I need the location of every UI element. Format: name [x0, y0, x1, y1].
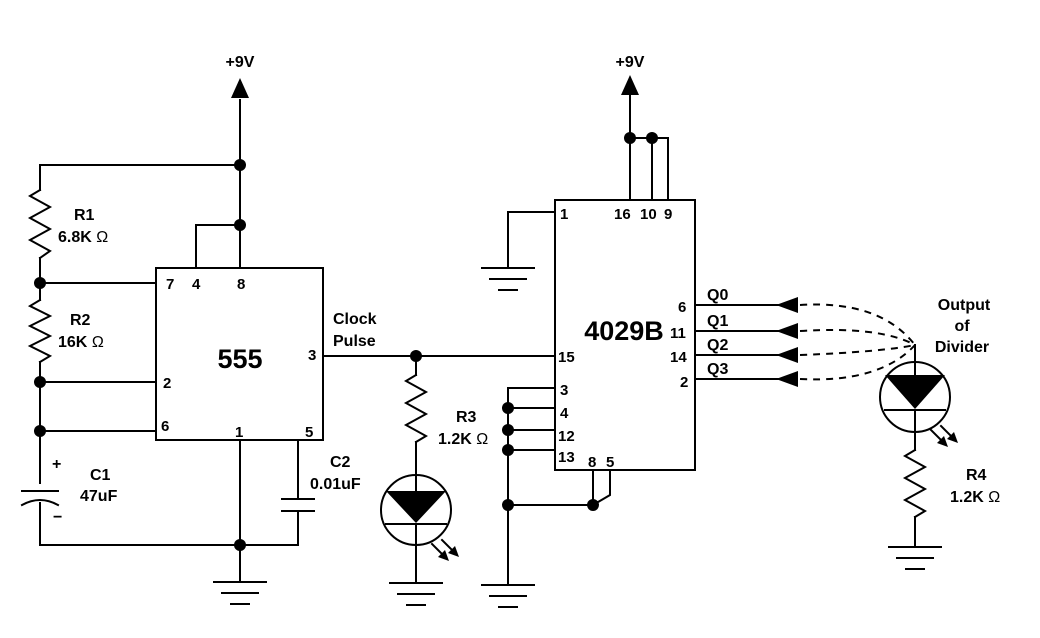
ic-4029b-pin-14: 14	[670, 349, 687, 366]
ic-4029b-pin-8: 8	[588, 454, 596, 471]
r4-value: 1.2K Ω	[950, 489, 1000, 506]
c2-name: C2	[330, 454, 351, 471]
r4-name: R4	[966, 467, 987, 484]
capacitor-c2: C2 0.01uF	[281, 454, 361, 512]
ic-555-pin-3: 3	[308, 347, 316, 364]
ic-555-pin-4: 4	[192, 276, 201, 293]
resistor-r4: R4 1.2K Ω	[902, 448, 1000, 548]
ic-555-pin-8: 8	[237, 276, 245, 293]
ic-4029b: 4029B 1 16 10 9 15 3 4 12 13 8 5 6 11 14…	[554, 199, 696, 471]
q3-label: Q3	[707, 361, 728, 378]
ic-4029b-pin-5: 5	[606, 454, 614, 471]
ic-4029b-pin-3: 3	[560, 382, 568, 399]
q2-label: Q2	[707, 337, 728, 354]
r3-name: R3	[456, 409, 477, 426]
r2-value: 16K Ω	[58, 334, 104, 351]
r2-name: R2	[70, 312, 91, 329]
output-label: Output of Divider	[935, 297, 991, 356]
clock-line: Clock Pulse	[322, 311, 556, 362]
ic-4029b-pin-4: 4	[560, 405, 569, 422]
ground-led-1	[389, 582, 443, 606]
resistor-r2: R2 16K Ω	[27, 298, 104, 364]
c1-name: C1	[90, 467, 111, 484]
r1-name: R1	[74, 207, 95, 224]
ic-555-label: 555	[217, 344, 262, 374]
supply-left: +9V	[226, 54, 255, 269]
ic-4029b-pin-1: 1	[560, 206, 568, 223]
ground-555	[213, 581, 267, 605]
clock-label-line2: Pulse	[333, 333, 376, 350]
ground-4029b-bus	[481, 584, 535, 608]
ic-555-pin-1: 1	[235, 424, 243, 441]
ground-led-2	[888, 546, 942, 570]
junctions-555	[34, 159, 246, 551]
ic-555-pin-6: 6	[161, 418, 169, 435]
q0-label: Q0	[707, 287, 728, 304]
output-label-line2: of	[954, 318, 970, 335]
q1-label: Q1	[707, 313, 728, 330]
ic-4029b-pin-9: 9	[664, 206, 672, 223]
supply-label-left: +9V	[226, 54, 255, 71]
ic-555-body	[155, 267, 324, 441]
ic-4029b-pin-16: 16	[614, 206, 631, 223]
resistor-r3: R3 1.2K Ω	[403, 355, 488, 483]
ic-555-pin-5: 5	[305, 424, 313, 441]
c1-minus: −	[53, 509, 62, 526]
r1-value: 6.8K Ω	[58, 229, 108, 246]
ic-4029b-pin-12: 12	[558, 428, 575, 445]
output-label-line1: Output	[938, 297, 991, 314]
r3-value: 1.2K Ω	[438, 431, 488, 448]
c2-value: 0.01uF	[310, 476, 361, 493]
ic-555-pin-7: 7	[166, 276, 174, 293]
output-lines: Q0 Q1 Q2 Q3	[694, 287, 798, 387]
resistor-r1: R1 6.8K Ω	[27, 188, 108, 260]
ic-555-pin-2: 2	[163, 375, 171, 392]
selector-dashes	[799, 303, 916, 381]
led-1	[380, 474, 459, 584]
supply-right: +9V	[616, 54, 669, 201]
clock-label-line1: Clock	[333, 311, 377, 328]
ic-4029b-pin-15: 15	[558, 349, 575, 366]
output-label-line3: Divider	[935, 339, 989, 356]
ic-555: 555 7 4 8 2 6 1 5 3	[155, 267, 324, 441]
ic-4029b-label: 4029B	[584, 316, 664, 346]
ic-4029b-pin-10: 10	[640, 206, 657, 223]
c1-value: 47uF	[80, 488, 118, 505]
c1-plus: +	[52, 456, 61, 473]
ic-4029b-body	[554, 199, 696, 471]
ic-4029b-pin-11: 11	[670, 325, 686, 342]
capacitor-c1: + − C1 47uF	[20, 456, 118, 526]
wires-4029b-left	[502, 211, 611, 586]
ic-4029b-pin-2: 2	[680, 374, 688, 391]
wires-555	[39, 164, 299, 583]
ground-4029b-pin1	[481, 267, 535, 291]
led-2	[879, 344, 958, 451]
ic-4029b-pin-13: 13	[558, 449, 575, 466]
supply-label-right: +9V	[616, 54, 645, 71]
ic-4029b-pin-6: 6	[678, 299, 686, 316]
